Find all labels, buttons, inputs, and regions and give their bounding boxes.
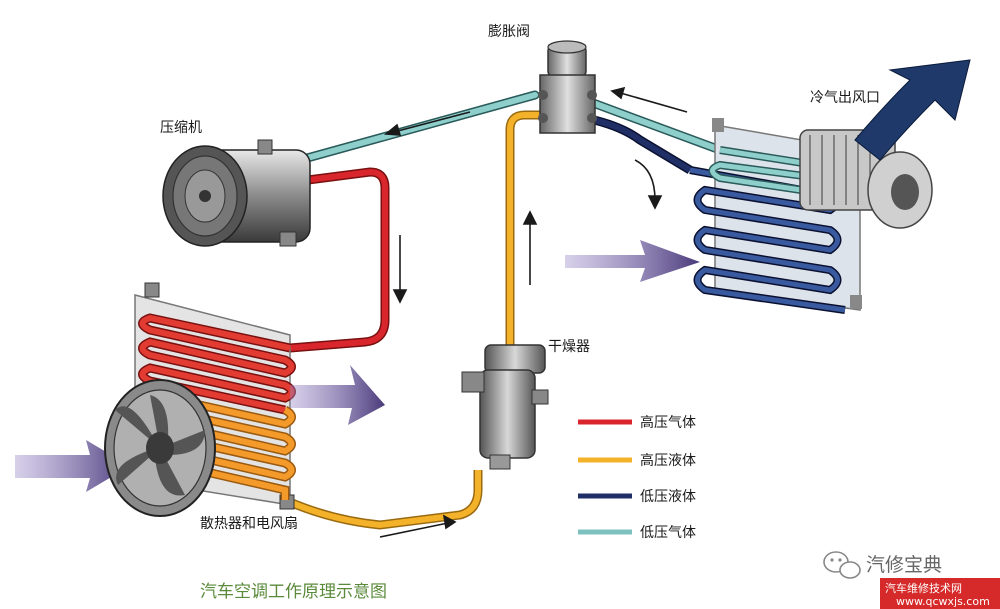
watermark-banner — [880, 578, 1000, 609]
expansion-valve-label: 膨胀阀 — [488, 23, 530, 40]
dryer — [461, 344, 549, 470]
compressor — [162, 139, 311, 247]
condenser-fan — [104, 379, 216, 517]
expansion-valve — [538, 40, 597, 134]
watermark-url: www.qcwxjs.com — [896, 595, 990, 608]
legend: 高压气体 高压液体 低压液体 低压气体 — [578, 414, 696, 541]
compressor-label: 压缩机 — [160, 120, 202, 136]
cold-air-outlet-label: 冷气出风口 — [810, 90, 880, 106]
high-pressure-gas-pipe — [289, 167, 390, 353]
watermark: 汽修宝典 汽车维修技术网 www.qcwxjs.com — [823, 551, 1000, 609]
cold-air-arrow — [854, 59, 971, 161]
condenser-airflow-in-arrow — [15, 440, 130, 492]
condenser-airflow-out-arrow — [290, 365, 385, 425]
diagram-caption: 汽车空调工作原理示意图 — [200, 582, 387, 602]
legend-label-high-pressure-liquid: 高压液体 — [640, 452, 696, 469]
legend-label-low-pressure-liquid: 低压液体 — [640, 489, 696, 505]
dryer-label: 干燥器 — [548, 339, 590, 355]
high-pressure-liquid-pipe — [283, 110, 545, 530]
legend-label-high-pressure-gas: 高压气体 — [640, 414, 696, 431]
legend-label-low-pressure-gas: 低压气体 — [640, 525, 696, 541]
evaporator-airflow-arrow — [565, 240, 700, 282]
condenser-fan-label: 散热器和电风扇 — [200, 516, 298, 532]
watermark-name: 汽修宝典 — [866, 554, 942, 576]
flow-arrows — [379, 86, 688, 538]
wechat-icon — [823, 551, 861, 579]
watermark-site: 汽车维修技术网 — [885, 581, 962, 595]
